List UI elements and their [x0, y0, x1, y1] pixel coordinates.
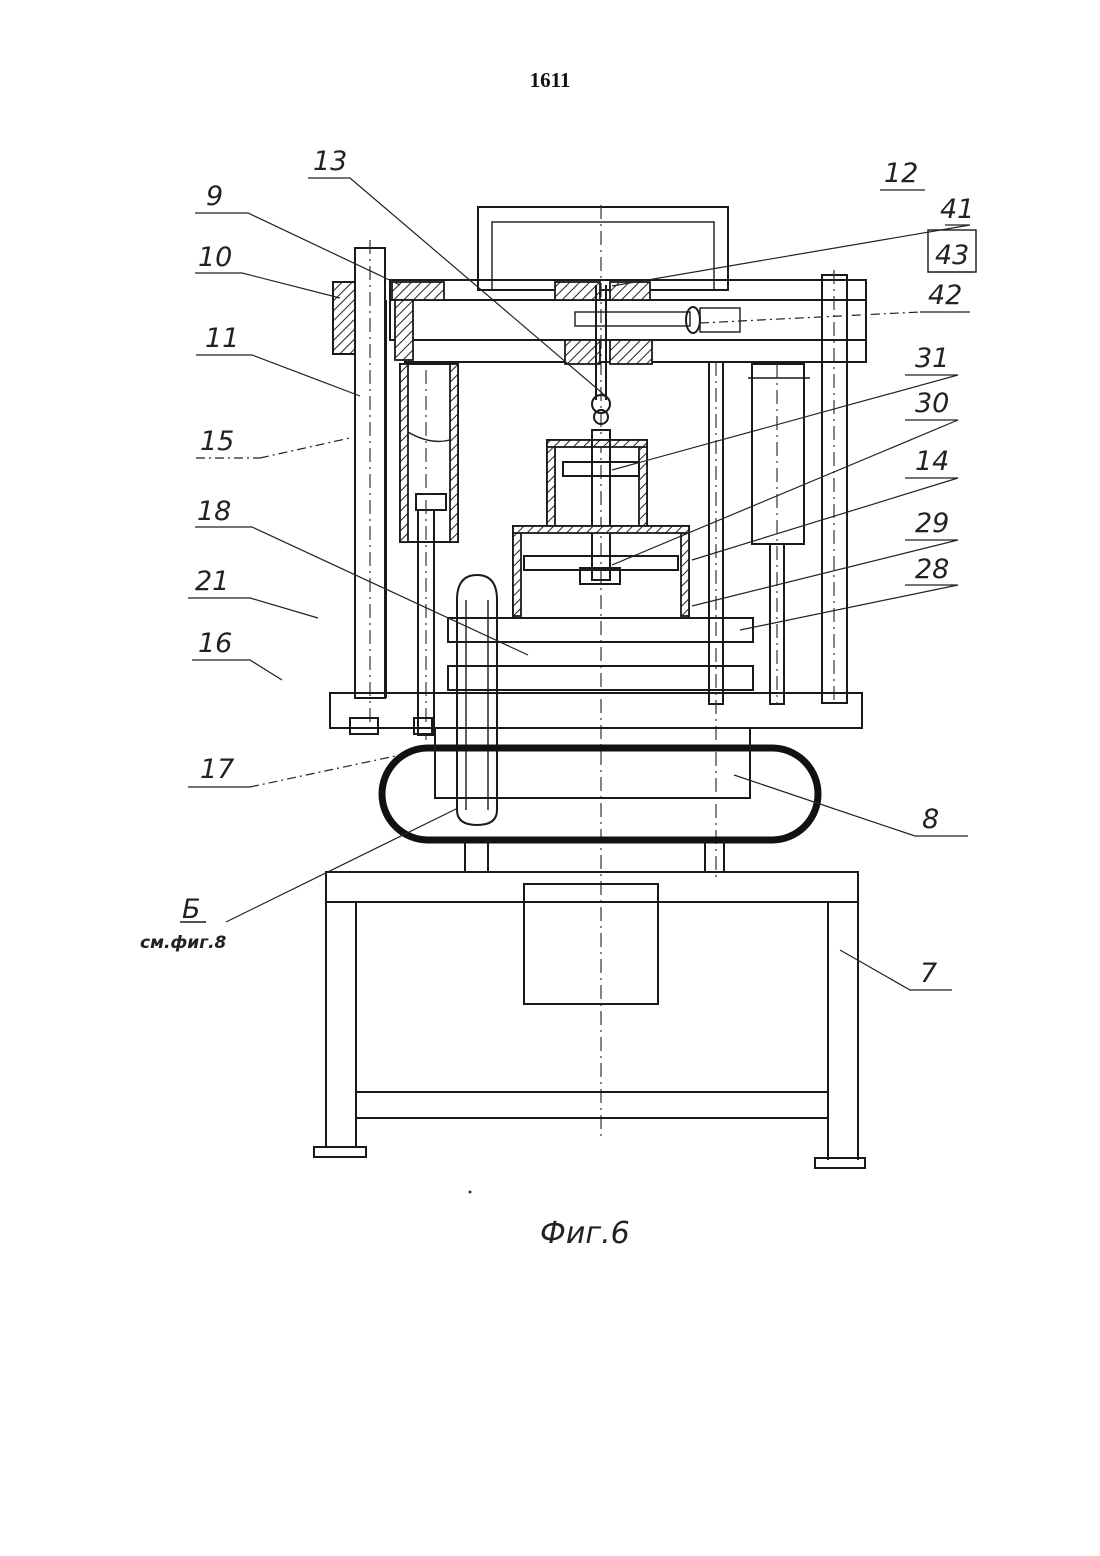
label-15: 15 [200, 426, 234, 457]
label-43: 43 [935, 240, 969, 271]
left-cylinder [400, 364, 458, 740]
label-29: 29 [915, 508, 949, 539]
label-28: 28 [915, 554, 949, 585]
label-13: 13 [313, 146, 347, 177]
label-9: 9 [206, 181, 223, 212]
upper-housing [547, 430, 647, 580]
figure-caption: Фиг.6 [540, 1216, 630, 1251]
label-18: 18 [197, 496, 231, 527]
label-8: 8 [922, 804, 939, 835]
label-12: 12 [884, 158, 918, 189]
label-31: 31 [915, 343, 949, 374]
left-clamp-block [333, 282, 355, 354]
support-table [314, 872, 865, 1168]
label-B: Б [182, 894, 201, 925]
label-7: 7 [920, 958, 937, 989]
label-41: 41 [940, 194, 974, 225]
top-frame [478, 207, 728, 290]
left-column [355, 240, 386, 730]
conveyor-chain [382, 728, 818, 873]
label-30: 30 [915, 388, 949, 419]
label-11: 11 [205, 323, 239, 354]
label-17: 17 [200, 754, 234, 785]
stray-dot [469, 1191, 472, 1194]
label-16: 16 [198, 628, 232, 659]
label-see-fig-8: см.фиг.8 [140, 933, 227, 953]
label-42: 42 [928, 280, 962, 311]
upper-plate [390, 280, 866, 364]
chain-guide [457, 575, 497, 825]
label-10: 10 [198, 242, 232, 273]
right-cylinder [748, 364, 810, 705]
label-21: 21 [195, 566, 229, 597]
label-14: 14 [915, 446, 949, 477]
